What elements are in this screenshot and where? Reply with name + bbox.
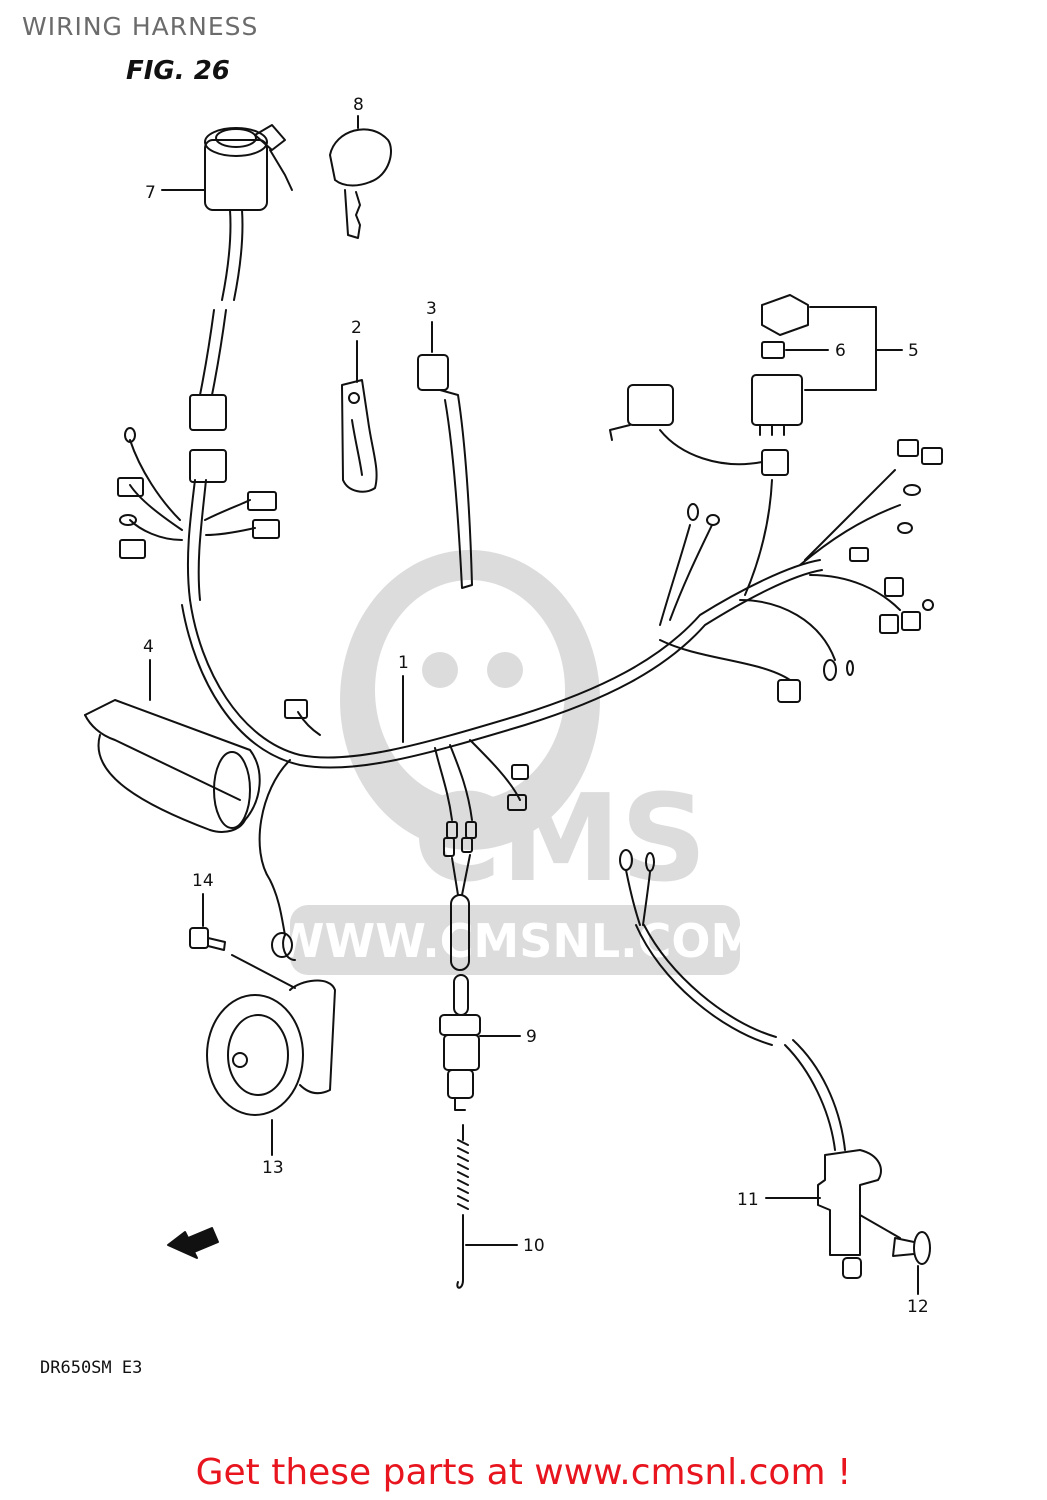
callout-1: 1 xyxy=(398,653,409,673)
bolt xyxy=(189,927,226,951)
watermark-mascot-eye-right xyxy=(487,652,523,688)
callout-4: 4 xyxy=(143,637,154,657)
horn xyxy=(206,932,336,1116)
callout-12: 12 xyxy=(907,1297,929,1317)
leader-5 xyxy=(804,306,903,391)
leader-12-direction xyxy=(859,1214,901,1239)
side-stand-switch xyxy=(619,849,882,1279)
key xyxy=(329,128,392,239)
rear-brake-switch xyxy=(439,854,481,1111)
spring xyxy=(456,1124,469,1289)
screw xyxy=(892,1231,931,1265)
callout-14: 14 xyxy=(192,871,214,891)
callout-13: 13 xyxy=(262,1158,284,1178)
callout-2: 2 xyxy=(351,318,362,338)
right-connectors xyxy=(284,439,943,857)
callout-11: 11 xyxy=(737,1190,759,1210)
watermark: CMS WWW.CMSNL.COM xyxy=(274,550,757,975)
callout-6: 6 xyxy=(835,341,846,361)
callout-7: 7 xyxy=(145,183,156,203)
ignition-switch xyxy=(117,124,293,559)
forward-arrow-icon xyxy=(167,1227,219,1259)
page-title: WIRING HARNESS xyxy=(22,12,259,41)
callout-8: 8 xyxy=(353,95,364,115)
wiring-harness-trunk xyxy=(181,469,901,936)
leader-14-direction xyxy=(231,954,296,989)
harness-band xyxy=(417,354,473,589)
callout-5: 5 xyxy=(908,341,919,361)
callout-10: 10 xyxy=(523,1236,545,1256)
watermark-mascot-face xyxy=(375,580,565,800)
watermark-url: WWW.CMSNL.COM xyxy=(274,914,757,968)
bracket xyxy=(341,379,378,493)
protector-cover xyxy=(84,699,261,833)
footer-banner[interactable]: Get these parts at www.cmsnl.com ! xyxy=(195,1452,852,1493)
watermark-url-plate xyxy=(290,905,740,975)
callout-9: 9 xyxy=(526,1027,537,1047)
figure-number: FIG. 26 xyxy=(126,56,230,86)
watermark-mascot-eye-left xyxy=(422,652,458,688)
model-code: DR650SM E3 xyxy=(40,1358,143,1378)
relay-assembly xyxy=(609,294,809,476)
callout-3: 3 xyxy=(426,299,437,319)
